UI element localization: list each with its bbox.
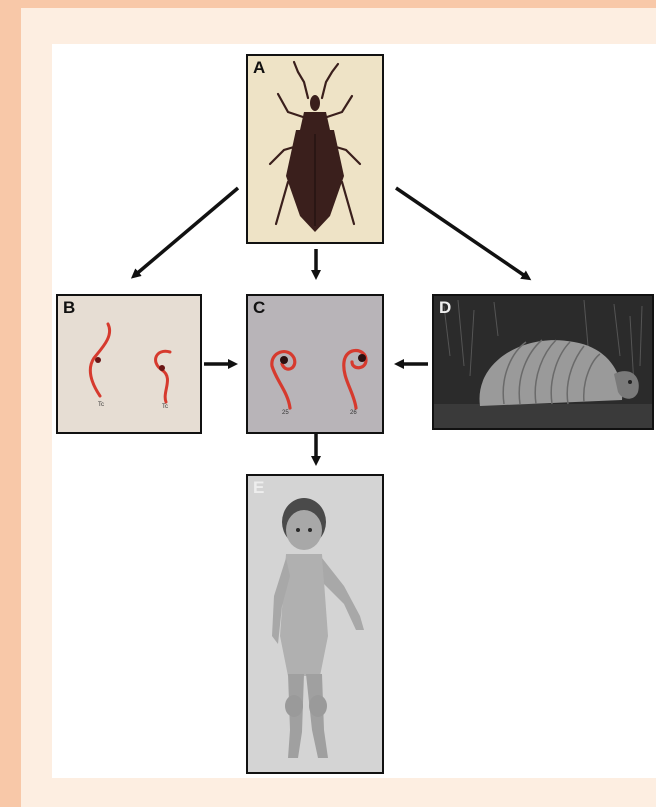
panel-d-label: D [439,298,451,318]
page-top-band [0,0,656,8]
panel-b-cell-2-label: Tc [162,404,168,410]
panel-e: E [246,474,384,774]
trypanosome-cells-c [248,296,382,432]
panel-c-cell-1-label: 25 [282,410,289,416]
panel-a: A [246,54,384,244]
panel-b: B Tc Tc [56,294,202,434]
armadillo-photo [434,296,652,428]
panel-c-cell-2-label: 26 [350,410,357,416]
trypanosome-cells-b [58,296,200,432]
arrow-a-to-b [134,188,238,276]
child-photo [248,476,382,772]
panel-e-label: E [253,478,264,498]
panel-c-label: C [253,298,265,318]
panel-b-cell-1-label: Tc [98,402,104,408]
kissing-bug-illustration [248,56,382,242]
arrow-a-to-d [396,188,528,278]
panel-a-label: A [253,58,265,78]
figure-canvas: A B Tc Tc C 25 26 [52,44,656,778]
panel-c: C 25 26 [246,294,384,434]
page-left-band [0,0,21,807]
panel-d: D [432,294,654,430]
panel-b-label: B [63,298,75,318]
